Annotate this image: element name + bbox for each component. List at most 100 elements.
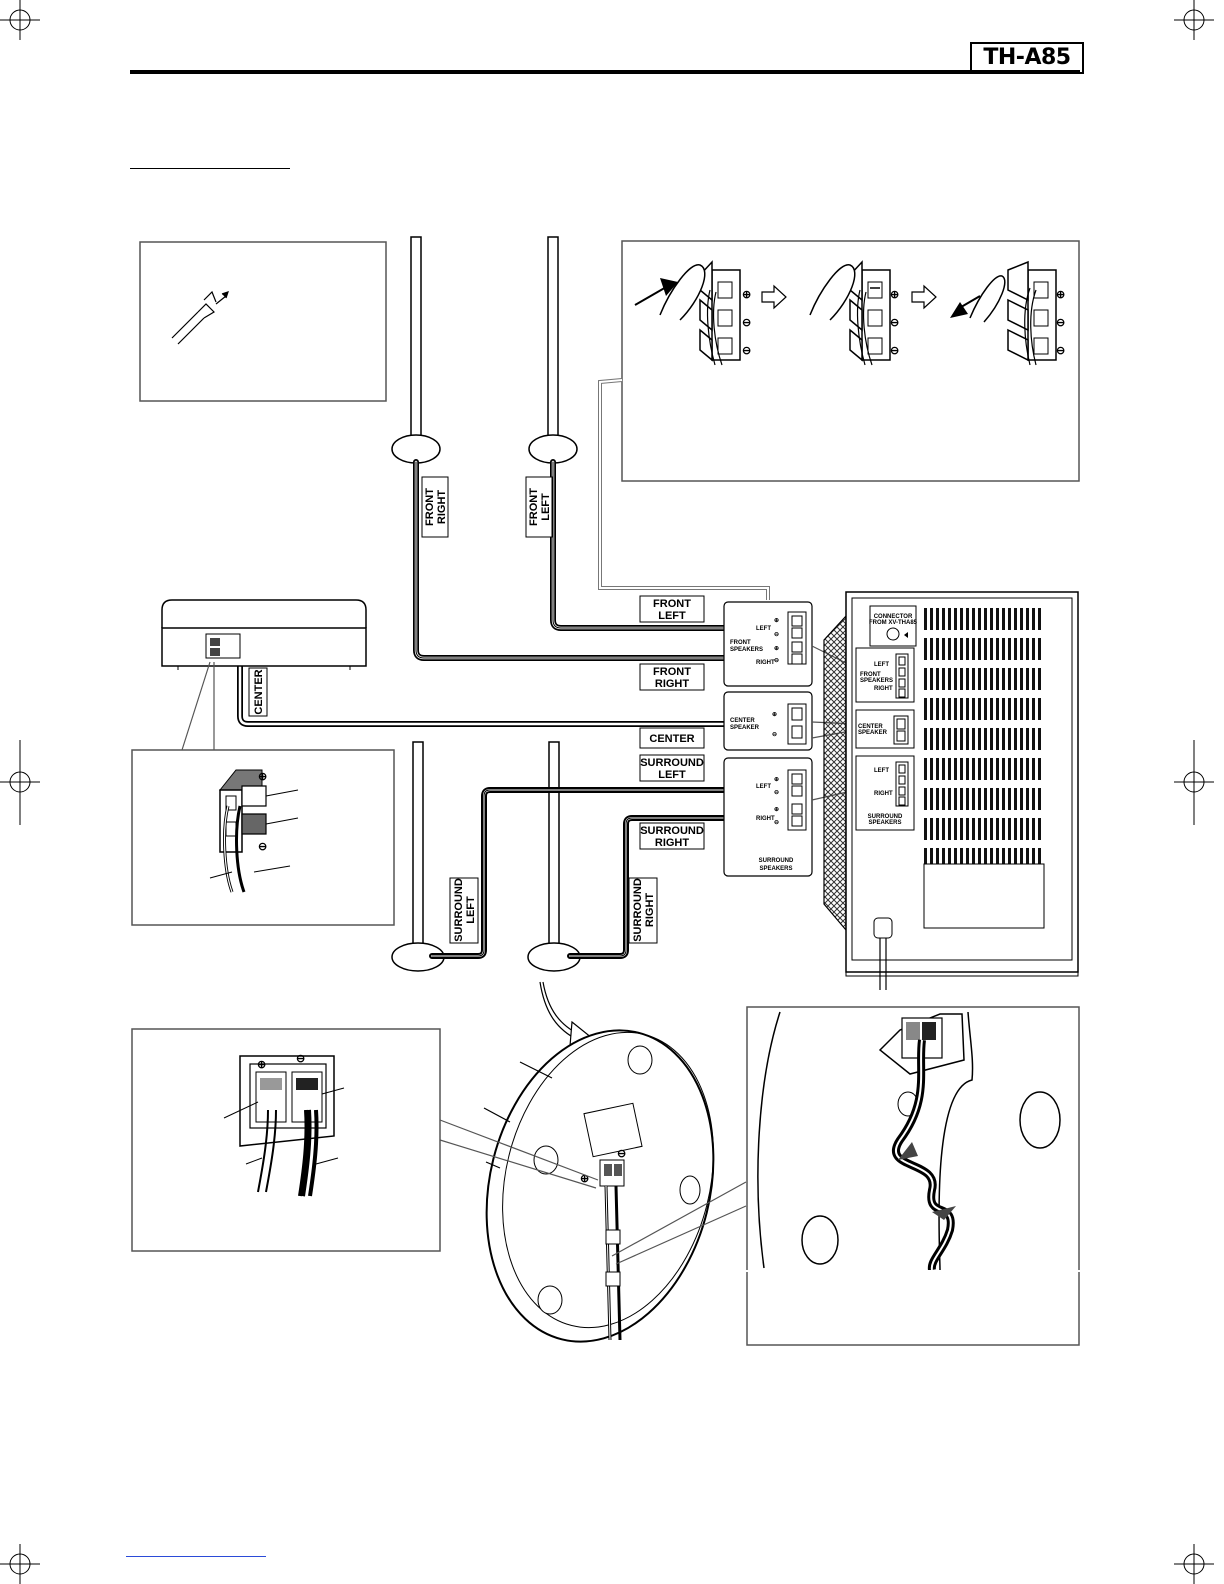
terminal-minus-symbol: ⊖ [890, 317, 899, 329]
svg-text:RIGHT: RIGHT [756, 660, 775, 666]
svg-text:SPEAKER: SPEAKER [730, 725, 760, 731]
vent-slot [1020, 758, 1023, 780]
vent-slot [1032, 758, 1035, 780]
vent-slot [972, 788, 975, 810]
vent-slot [960, 638, 963, 660]
svg-text:⊖: ⊖ [617, 1148, 626, 1160]
vent-slot [1038, 728, 1041, 750]
vent-slot [984, 638, 987, 660]
vent-slot [1032, 728, 1035, 750]
vent-slot [1032, 638, 1035, 660]
vent-slot [924, 818, 927, 840]
vent-slot [972, 668, 975, 690]
vent-slot [954, 818, 957, 840]
vent-slot [1008, 638, 1011, 660]
registration-mark-top-right [1174, 0, 1214, 40]
vent-slot [972, 728, 975, 750]
svg-text:FRONT: FRONT [424, 488, 436, 526]
label-front-right: FRONT RIGHT [639, 663, 705, 691]
vent-slot [990, 698, 993, 720]
vent-slot [978, 608, 981, 630]
svg-text:LEFT: LEFT [874, 768, 889, 774]
vent-slot [924, 758, 927, 780]
svg-text:⊕: ⊕ [774, 646, 779, 652]
svg-text:LEFT: LEFT [756, 626, 771, 632]
surround-right-speaker [527, 741, 581, 972]
vent-slot [996, 638, 999, 660]
vent-slot [996, 788, 999, 810]
label-surround-left-vertical: SURROUND LEFT [449, 877, 479, 944]
curved-arrow-to-base [539, 981, 594, 1047]
vent-slot [966, 788, 969, 810]
vent-slot [924, 728, 927, 750]
vent-slot [1032, 608, 1035, 630]
vent-slot [996, 818, 999, 840]
vent-slot [996, 698, 999, 720]
svg-text:LEFT: LEFT [874, 662, 889, 668]
vent-slot [948, 638, 951, 660]
svg-text:RIGHT: RIGHT [655, 678, 690, 690]
svg-text:SPEAKERS: SPEAKERS [759, 866, 792, 872]
inset-wire-preparation [139, 241, 387, 402]
vent-slot [948, 698, 951, 720]
terminal-minus-symbol: ⊖ [742, 345, 751, 357]
vent-slot [1026, 668, 1029, 690]
inset-connector-line-inner [599, 379, 769, 600]
surround-left-speaker [391, 741, 445, 972]
vent-slot [984, 728, 987, 750]
vent-slot [1038, 638, 1041, 660]
vent-slot [960, 698, 963, 720]
vent-slot [990, 848, 993, 870]
vent-slot [1008, 848, 1011, 870]
vent-slot [966, 608, 969, 630]
terminal-step-1: ⊕ ⊖ ⊖ [634, 260, 751, 366]
vent-slot [1020, 698, 1023, 720]
svg-text:⊖: ⊖ [774, 632, 779, 638]
front-right-speaker [391, 236, 441, 464]
inset-cable-routing [746, 1006, 1080, 1346]
terminal-minus-symbol: ⊖ [890, 345, 899, 357]
svg-text:⊕: ⊕ [774, 618, 779, 624]
vent-slot [1026, 698, 1029, 720]
vent-slot [1020, 638, 1023, 660]
vent-slot [966, 848, 969, 870]
vent-slot [924, 668, 927, 690]
vent-slot [966, 758, 969, 780]
vent-slot [1038, 698, 1041, 720]
vent-slot [1014, 668, 1017, 690]
vent-slot [1032, 698, 1035, 720]
svg-text:SURROUND: SURROUND [632, 878, 644, 942]
svg-text:RIGHT: RIGHT [874, 791, 893, 797]
label-front-left: FRONT LEFT [639, 595, 705, 623]
vent-slot [1014, 728, 1017, 750]
vent-slot [984, 848, 987, 870]
vent-slot [930, 728, 933, 750]
subwoofer-rear-panel: CONNECTOR FROM XV-THA85 LEFT FRONT SPEAK… [823, 591, 1079, 990]
terminal-plus-symbol: ⊕ [1056, 289, 1065, 301]
svg-text:FRONT: FRONT [653, 598, 691, 610]
svg-text:FROM XV-THA85: FROM XV-THA85 [869, 620, 918, 626]
svg-text:LEFT: LEFT [658, 769, 686, 781]
footer-rule [126, 1556, 266, 1557]
vent-slot [996, 848, 999, 870]
vent-slot [936, 758, 939, 780]
vent-slot [1032, 668, 1035, 690]
vent-slot [972, 818, 975, 840]
vent-slot [972, 608, 975, 630]
vent-slot [948, 608, 951, 630]
terminal-plus-symbol: ⊕ [890, 289, 899, 301]
label-center: CENTER [639, 727, 705, 749]
vent-slot [954, 668, 957, 690]
vent-slot [936, 818, 939, 840]
svg-text:⊕: ⊕ [774, 807, 779, 813]
vent-slot [996, 668, 999, 690]
vent-slot [966, 698, 969, 720]
vent-slot [966, 818, 969, 840]
vent-slot [930, 788, 933, 810]
center-callout-lines [181, 661, 215, 751]
vent-slot [930, 668, 933, 690]
vent-slot [996, 758, 999, 780]
svg-text:RIGHT: RIGHT [874, 686, 893, 692]
vent-slot [954, 608, 957, 630]
